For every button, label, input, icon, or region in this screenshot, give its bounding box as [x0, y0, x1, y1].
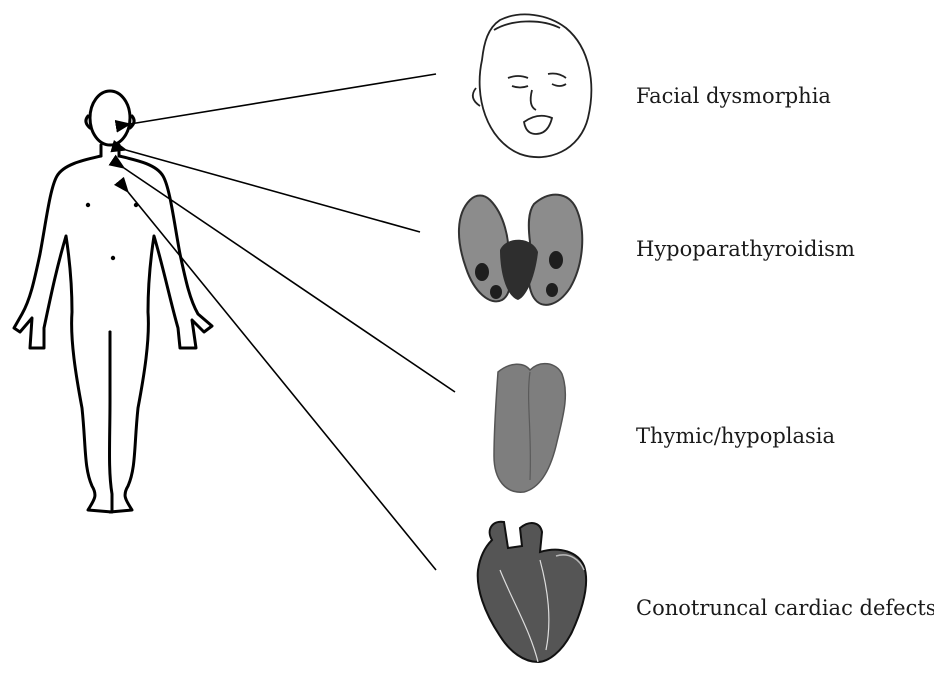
label-hypoparathyroidism: Hypoparathyroidism	[636, 237, 855, 261]
heart-icon	[478, 522, 586, 662]
arrow-facial	[130, 74, 436, 124]
arrow-heart	[128, 192, 436, 570]
parathyroid-icon	[459, 195, 582, 305]
arrow-thymus	[124, 168, 455, 392]
connector-arrows	[124, 74, 455, 570]
label-facial-dysmorphia: Facial dysmorphia	[636, 84, 831, 108]
arrow-parathyroid	[126, 150, 420, 232]
label-thymic-hypoplasia: Thymic/hypoplasia	[636, 424, 835, 448]
infant-face-icon	[473, 14, 592, 157]
label-conotruncal-cardiac-defects: Conotruncal cardiac defects	[636, 596, 934, 620]
thymus-icon	[494, 364, 565, 493]
body-details	[86, 203, 138, 260]
human-body-icon	[14, 91, 212, 512]
